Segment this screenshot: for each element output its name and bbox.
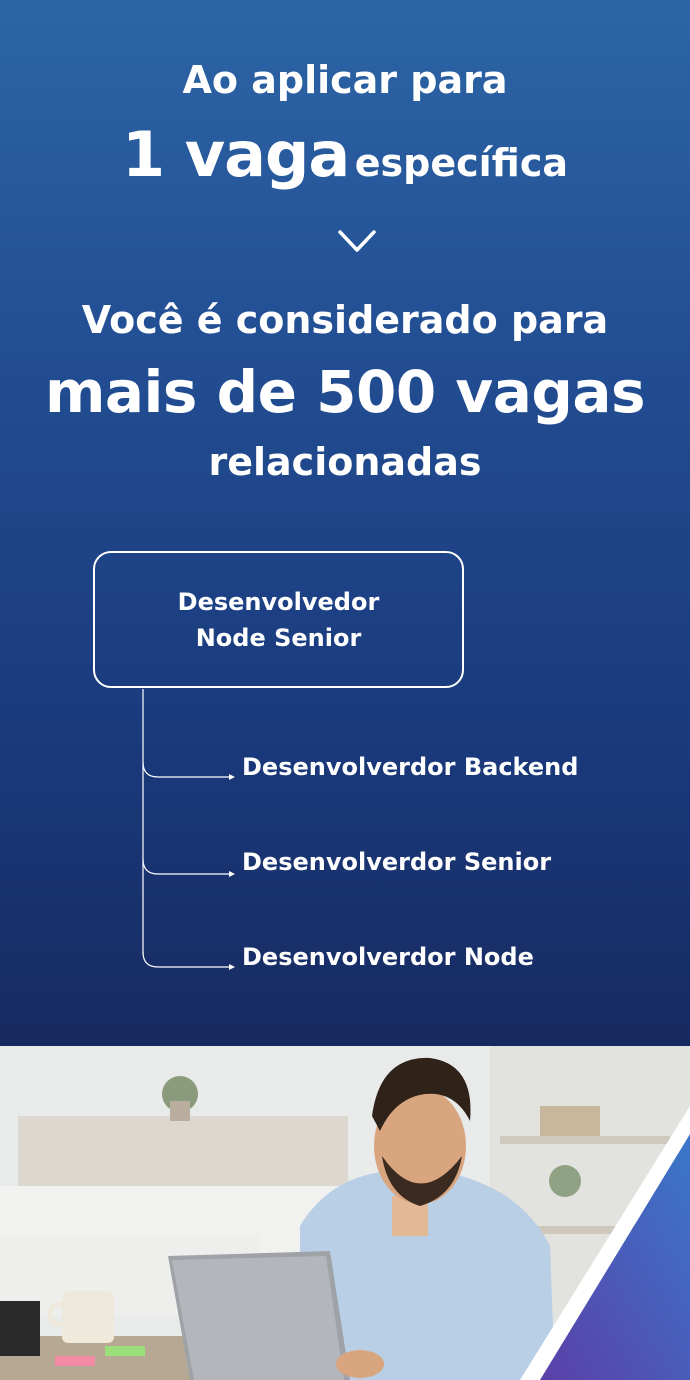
headline-suffix: específica	[354, 141, 569, 185]
subheadline-line-3: relacionadas	[208, 440, 482, 484]
headline-line-2: 1 vaga específica	[0, 118, 690, 191]
arrow-right-icon	[142, 761, 235, 780]
root-job-title-line-2: Node Senior	[195, 623, 362, 652]
related-job-1: Desenvolverdor Backend	[242, 753, 579, 781]
person-with-laptop-photo	[0, 1046, 690, 1380]
related-job-3: Desenvolverdor Node	[242, 943, 534, 971]
headline-highlight: 1 vaga	[121, 118, 350, 191]
chevron-down-icon	[338, 230, 376, 252]
subheadline-highlight: mais de 500 vagas	[44, 358, 646, 426]
root-job-box: Desenvolvedor Node Senior	[93, 551, 464, 688]
blue-panel: Ao aplicar para 1 vaga específica Você é…	[0, 0, 690, 1046]
arrow-right-icon	[142, 951, 235, 970]
headline-line-1: Ao aplicar para	[182, 58, 508, 102]
subheadline-line-1: Você é considerado para	[81, 298, 609, 342]
tree-connectors	[142, 689, 235, 970]
arrow-right-icon	[142, 858, 235, 877]
root-job-title-line-1: Desenvolvedor	[177, 587, 380, 616]
related-job-2: Desenvolverdor Senior	[242, 848, 552, 876]
